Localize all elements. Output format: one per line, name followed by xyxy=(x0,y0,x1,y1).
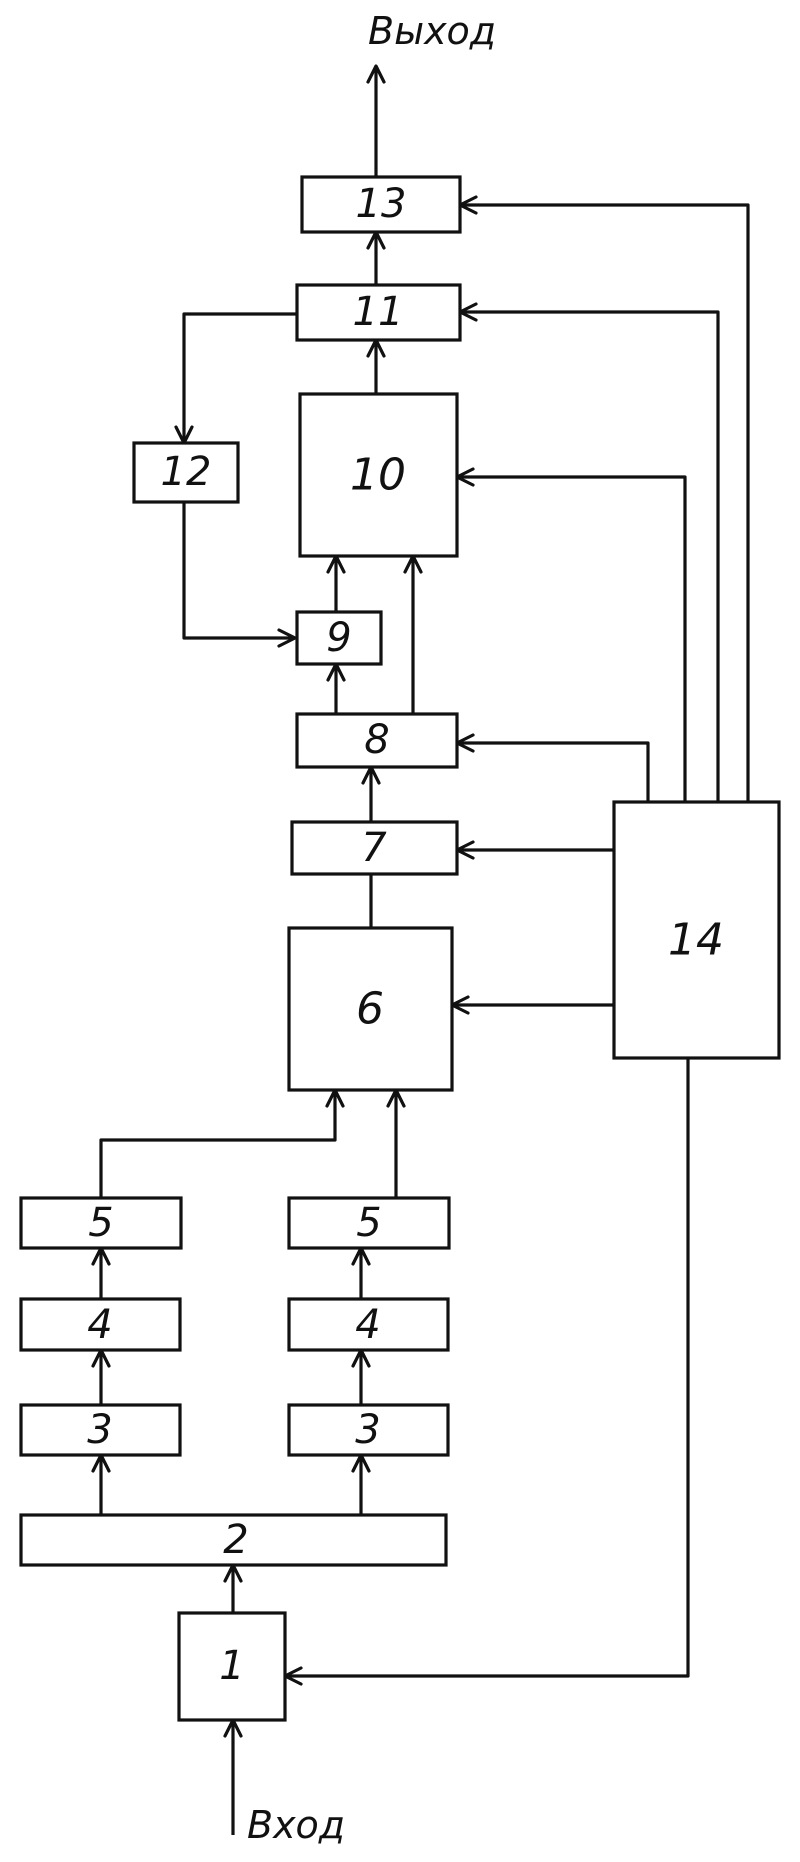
block-4-right-label: 4 xyxy=(355,1302,380,1348)
block-1: 1 xyxy=(179,1613,285,1720)
block-7-label: 7 xyxy=(361,825,387,871)
block-6-label: 6 xyxy=(356,984,384,1035)
block-3-right-label: 3 xyxy=(355,1407,380,1453)
block-11-label: 11 xyxy=(353,289,404,335)
block-3-right: 3 xyxy=(289,1405,448,1455)
block-12-label: 12 xyxy=(161,449,212,495)
block-11: 11 xyxy=(297,285,460,340)
block-2: 2 xyxy=(21,1515,446,1565)
arrow-11-to-12 xyxy=(184,314,297,443)
arrow-12-to-9 xyxy=(184,502,295,638)
block-5-left-label: 5 xyxy=(88,1200,113,1246)
arrow-14-to-10 xyxy=(457,477,685,802)
arrow-5-left-to-6 xyxy=(101,1090,335,1198)
block-9: 9 xyxy=(297,612,381,664)
input-label: Вход xyxy=(247,1803,345,1847)
output-label: Выход xyxy=(368,9,496,53)
block-14-label: 14 xyxy=(668,915,724,966)
block-12: 12 xyxy=(134,443,238,502)
block-6: 6 xyxy=(289,928,452,1090)
arrow-14-to-13 xyxy=(460,205,748,802)
block-1-label: 1 xyxy=(219,1643,244,1689)
block-3-left: 3 xyxy=(21,1405,180,1455)
block-4-left: 4 xyxy=(21,1299,180,1350)
block-3-left-label: 3 xyxy=(87,1407,112,1453)
block-14: 14 xyxy=(614,802,779,1058)
block-5-right-label: 5 xyxy=(356,1200,381,1246)
block-10: 10 xyxy=(300,394,457,556)
block-13: 13 xyxy=(302,177,460,232)
block-9-label: 9 xyxy=(326,615,351,661)
block-5-right: 5 xyxy=(289,1198,449,1248)
block-13-label: 13 xyxy=(356,181,407,227)
block-8-label: 8 xyxy=(364,717,389,763)
block-5-left: 5 xyxy=(21,1198,181,1248)
block-2-label: 2 xyxy=(223,1517,248,1563)
block-10-label: 10 xyxy=(350,450,406,501)
block-4-left-label: 4 xyxy=(87,1302,112,1348)
block-8: 8 xyxy=(297,714,457,767)
block-7: 7 xyxy=(292,822,457,874)
blocks: 1 2 3 3 4 4 5 5 xyxy=(21,177,779,1720)
block-4-right: 4 xyxy=(289,1299,448,1350)
arrow-14-to-8 xyxy=(457,743,648,802)
arrow-14-to-1 xyxy=(285,1058,688,1676)
arrow-14-to-11 xyxy=(460,312,718,802)
